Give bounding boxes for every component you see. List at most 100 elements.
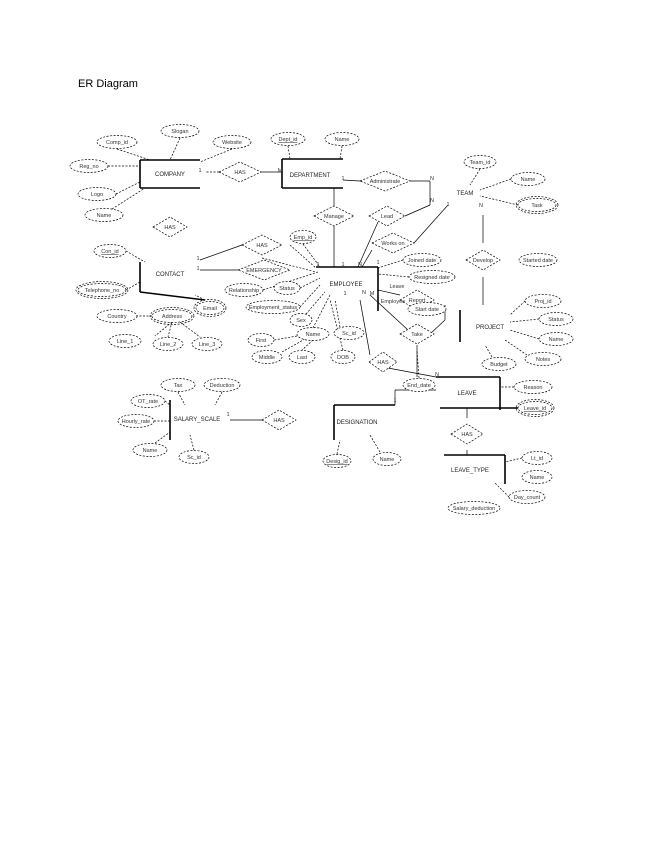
attribute-label: Sc_id [187, 455, 201, 461]
connector-line [177, 391, 186, 406]
relationship-diamond [368, 205, 406, 227]
attribute-ellipse [402, 378, 436, 392]
cardinality-label: 1 [196, 266, 199, 272]
connector-line [377, 289, 401, 296]
relationship-label: EMERGENCY [246, 268, 282, 274]
entity-label: EMPLOYEE [329, 282, 362, 288]
attribute-ellipse [160, 124, 200, 138]
attribute-ellipse [151, 309, 193, 323]
attribute-label: Line_2 [160, 342, 177, 348]
attribute-label: Status [548, 317, 564, 323]
attribute-label: Name [380, 457, 395, 463]
attribute-label: Last [297, 355, 308, 361]
connector-line [312, 294, 331, 329]
attribute-label: End_date [407, 383, 431, 389]
relationship-diamond [450, 423, 484, 445]
multivalued-ellipse [149, 307, 195, 325]
connector-line [139, 291, 206, 301]
connector-line [199, 244, 243, 261]
attribute-label: Tax [174, 383, 183, 389]
relationship-diamond [371, 232, 415, 254]
attribute-ellipse [195, 301, 225, 315]
attribute-ellipse [372, 452, 402, 466]
cardinality-label: 1 [316, 262, 319, 268]
attribute-label: Status [279, 286, 295, 292]
attribute-ellipse [510, 172, 546, 186]
relationship-diamond [399, 323, 435, 345]
attribute-label: Employment_status [249, 305, 298, 311]
relationship-label: Manage [324, 214, 344, 220]
attribute-label: Logo [91, 192, 103, 198]
attribute-ellipse [407, 302, 447, 316]
attribute-ellipse [178, 450, 210, 464]
cardinality-label: 1 [376, 292, 379, 298]
attribute-ellipse [96, 309, 138, 323]
attribute-ellipse [408, 270, 456, 284]
attribute-ellipse [224, 283, 264, 297]
cardinality-label: 1 [376, 260, 379, 266]
attribute-ellipse [481, 357, 517, 371]
connector-line [299, 284, 321, 308]
connector-line [287, 145, 291, 160]
attribute-label: Name [335, 137, 350, 143]
attribute-ellipse [330, 350, 356, 364]
relationship-label: Take [411, 332, 423, 338]
relationship-label: Report [409, 298, 426, 304]
relationship-diamond [237, 259, 291, 281]
connector-line [125, 281, 141, 291]
attribute-ellipse [77, 283, 127, 297]
attribute-label: Name [521, 177, 536, 183]
attribute-ellipse [270, 132, 306, 146]
connector-line [404, 204, 431, 217]
connector-line [261, 257, 317, 273]
connector-line [214, 391, 223, 406]
cardinality-label: N [435, 372, 439, 378]
connector-line [111, 187, 146, 210]
connector-line [329, 299, 344, 351]
relationship-diamond [261, 409, 297, 431]
connector-line [479, 195, 519, 206]
cardinality-label: 1 [196, 256, 199, 262]
attribute-label: Start date [415, 307, 439, 313]
attribute-label: Started date [523, 258, 553, 264]
connector-line [179, 321, 201, 338]
attribute-ellipse [84, 208, 124, 222]
connector-line [273, 335, 298, 341]
cardinality-label: N [358, 262, 362, 268]
connector-line [429, 319, 446, 335]
relationship-label: HAS [234, 170, 246, 176]
cardinality-label: 1 [341, 176, 344, 182]
cardinality-label: N [430, 176, 434, 182]
connector-line [339, 145, 343, 160]
attribute-label: Task [531, 203, 543, 209]
connector-line [334, 299, 341, 328]
relationship-label: HAS [273, 418, 285, 424]
connector-line [301, 339, 314, 351]
attribute-ellipse [447, 501, 501, 515]
attribute-ellipse [203, 378, 241, 392]
attribute-ellipse [130, 394, 166, 408]
entity-label: LEAVE [458, 391, 477, 397]
attribute-label: Notes [536, 357, 551, 363]
connector-line [479, 178, 512, 191]
entity-label: DESIGNATION [337, 420, 378, 426]
attribute-ellipse [288, 350, 316, 364]
connector-line [199, 148, 233, 163]
relationship-label: Works on [381, 241, 404, 247]
attribute-ellipse [463, 155, 497, 169]
attribute-label: Hourly_rate [122, 419, 150, 425]
connector-line [413, 204, 449, 244]
attribute-ellipse [324, 132, 360, 146]
attribute-label: Website [222, 140, 242, 146]
role-label: Leave [390, 284, 405, 290]
attribute-ellipse [191, 337, 223, 351]
attribute-ellipse [521, 451, 553, 465]
relationship-diamond [218, 161, 262, 183]
connector-line [125, 250, 146, 263]
attribute-label: Slogan [171, 129, 188, 135]
relationship-label: HAS [164, 225, 176, 231]
attribute-ellipse [132, 443, 168, 457]
attribute-label: Telephone_no [85, 288, 120, 294]
attribute-label: Line_1 [117, 339, 134, 345]
attribute-label: Comp_id [106, 140, 128, 146]
